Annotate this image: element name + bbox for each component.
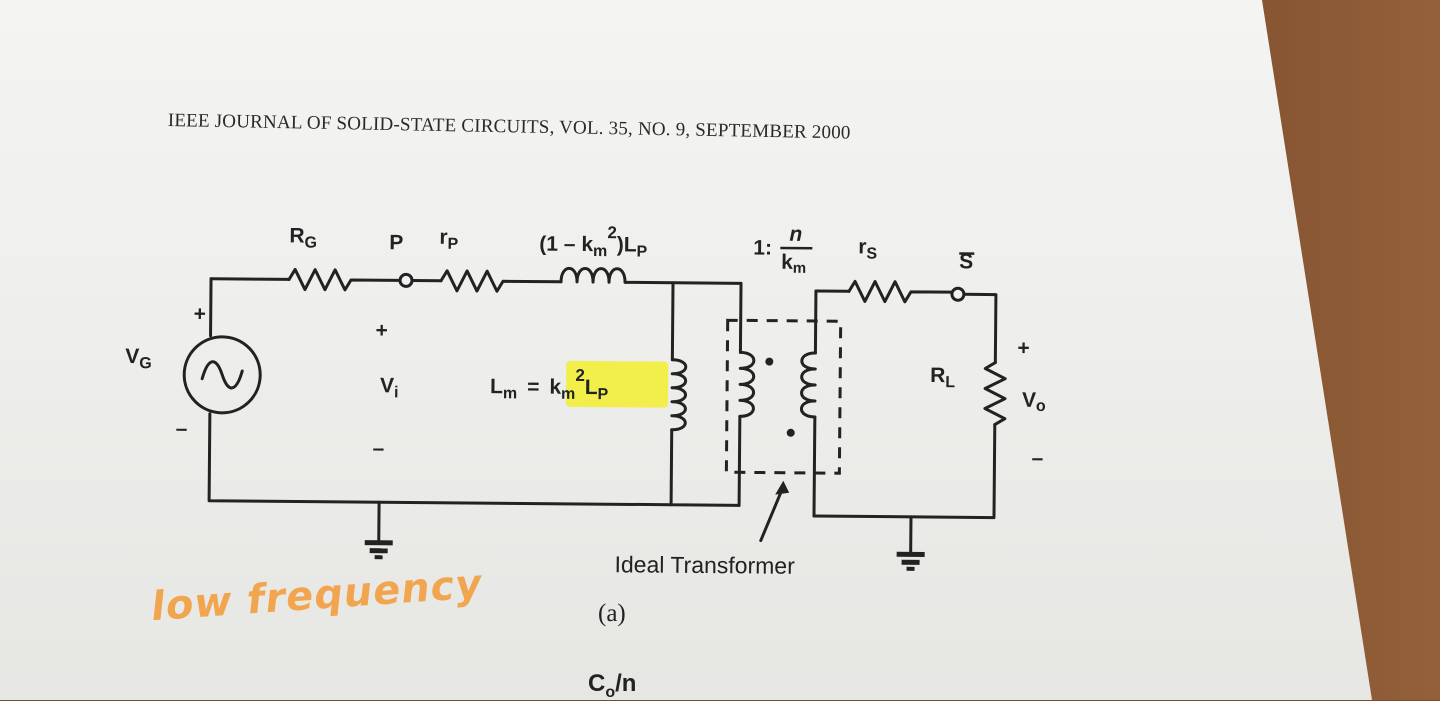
label-vg: VG (125, 345, 152, 372)
ground-right-icon (897, 552, 925, 571)
label-vo: Vo (1022, 389, 1046, 415)
resistor-rp (441, 271, 561, 292)
label-vg-plus: + (194, 303, 206, 326)
transformer-secondary (801, 353, 815, 417)
dot-secondary (787, 429, 795, 437)
label-vi: Vi (380, 374, 399, 401)
label-vi-minus: – (372, 437, 384, 460)
wire-s-rl (963, 294, 996, 362)
sine-icon (202, 362, 242, 388)
transformer-arrow (761, 487, 783, 541)
label-ratio-den: km (781, 251, 806, 277)
resistor-rl (985, 362, 1006, 424)
transformer-primary (740, 352, 754, 416)
partial-equation-sub: o (605, 684, 615, 701)
wire-left-bottom (209, 414, 672, 505)
label-rl: RL (930, 364, 955, 391)
arrow-head (775, 481, 789, 495)
ground-left-icon (365, 540, 393, 559)
inductor-lm (672, 360, 686, 430)
label-vg-minus: – (176, 417, 188, 440)
label-vi-plus: + (375, 319, 387, 342)
wire-primary (740, 283, 741, 352)
wire-secondary-bottom (814, 417, 815, 516)
label-leakage: (1 – km2)LP (539, 223, 648, 261)
label-rg: RG (289, 224, 317, 251)
partial-equation: Co/n (588, 670, 636, 698)
ratio-fraction-bar (780, 247, 812, 250)
partial-equation-post: /n (615, 670, 636, 697)
wire-top-start (211, 279, 289, 280)
partial-equation-c: C (588, 670, 605, 697)
transformer-box (726, 320, 840, 473)
overbar-s (959, 252, 974, 255)
wire-primary-bottom (739, 416, 740, 505)
inductor-leakage (561, 268, 741, 283)
wire-lm-bottom (671, 430, 740, 506)
figure-caption: (a) (598, 600, 626, 628)
label-rp: rP (439, 226, 458, 253)
label-ideal-transformer: Ideal Transformer (614, 551, 795, 579)
node-p (400, 274, 412, 286)
label-node-p: P (389, 231, 403, 254)
label-ratio-num: n (789, 223, 802, 246)
label-vo-plus: + (1017, 337, 1029, 360)
node-s (952, 288, 964, 300)
label-vo-minus: – (1031, 447, 1043, 470)
dot-primary (765, 358, 773, 366)
resistor-rs (849, 281, 951, 302)
wire-lm-top (672, 283, 673, 360)
label-rs: rS (858, 235, 877, 262)
resistor-rg (289, 269, 399, 290)
label-ratio-pre: 1: (753, 236, 772, 259)
